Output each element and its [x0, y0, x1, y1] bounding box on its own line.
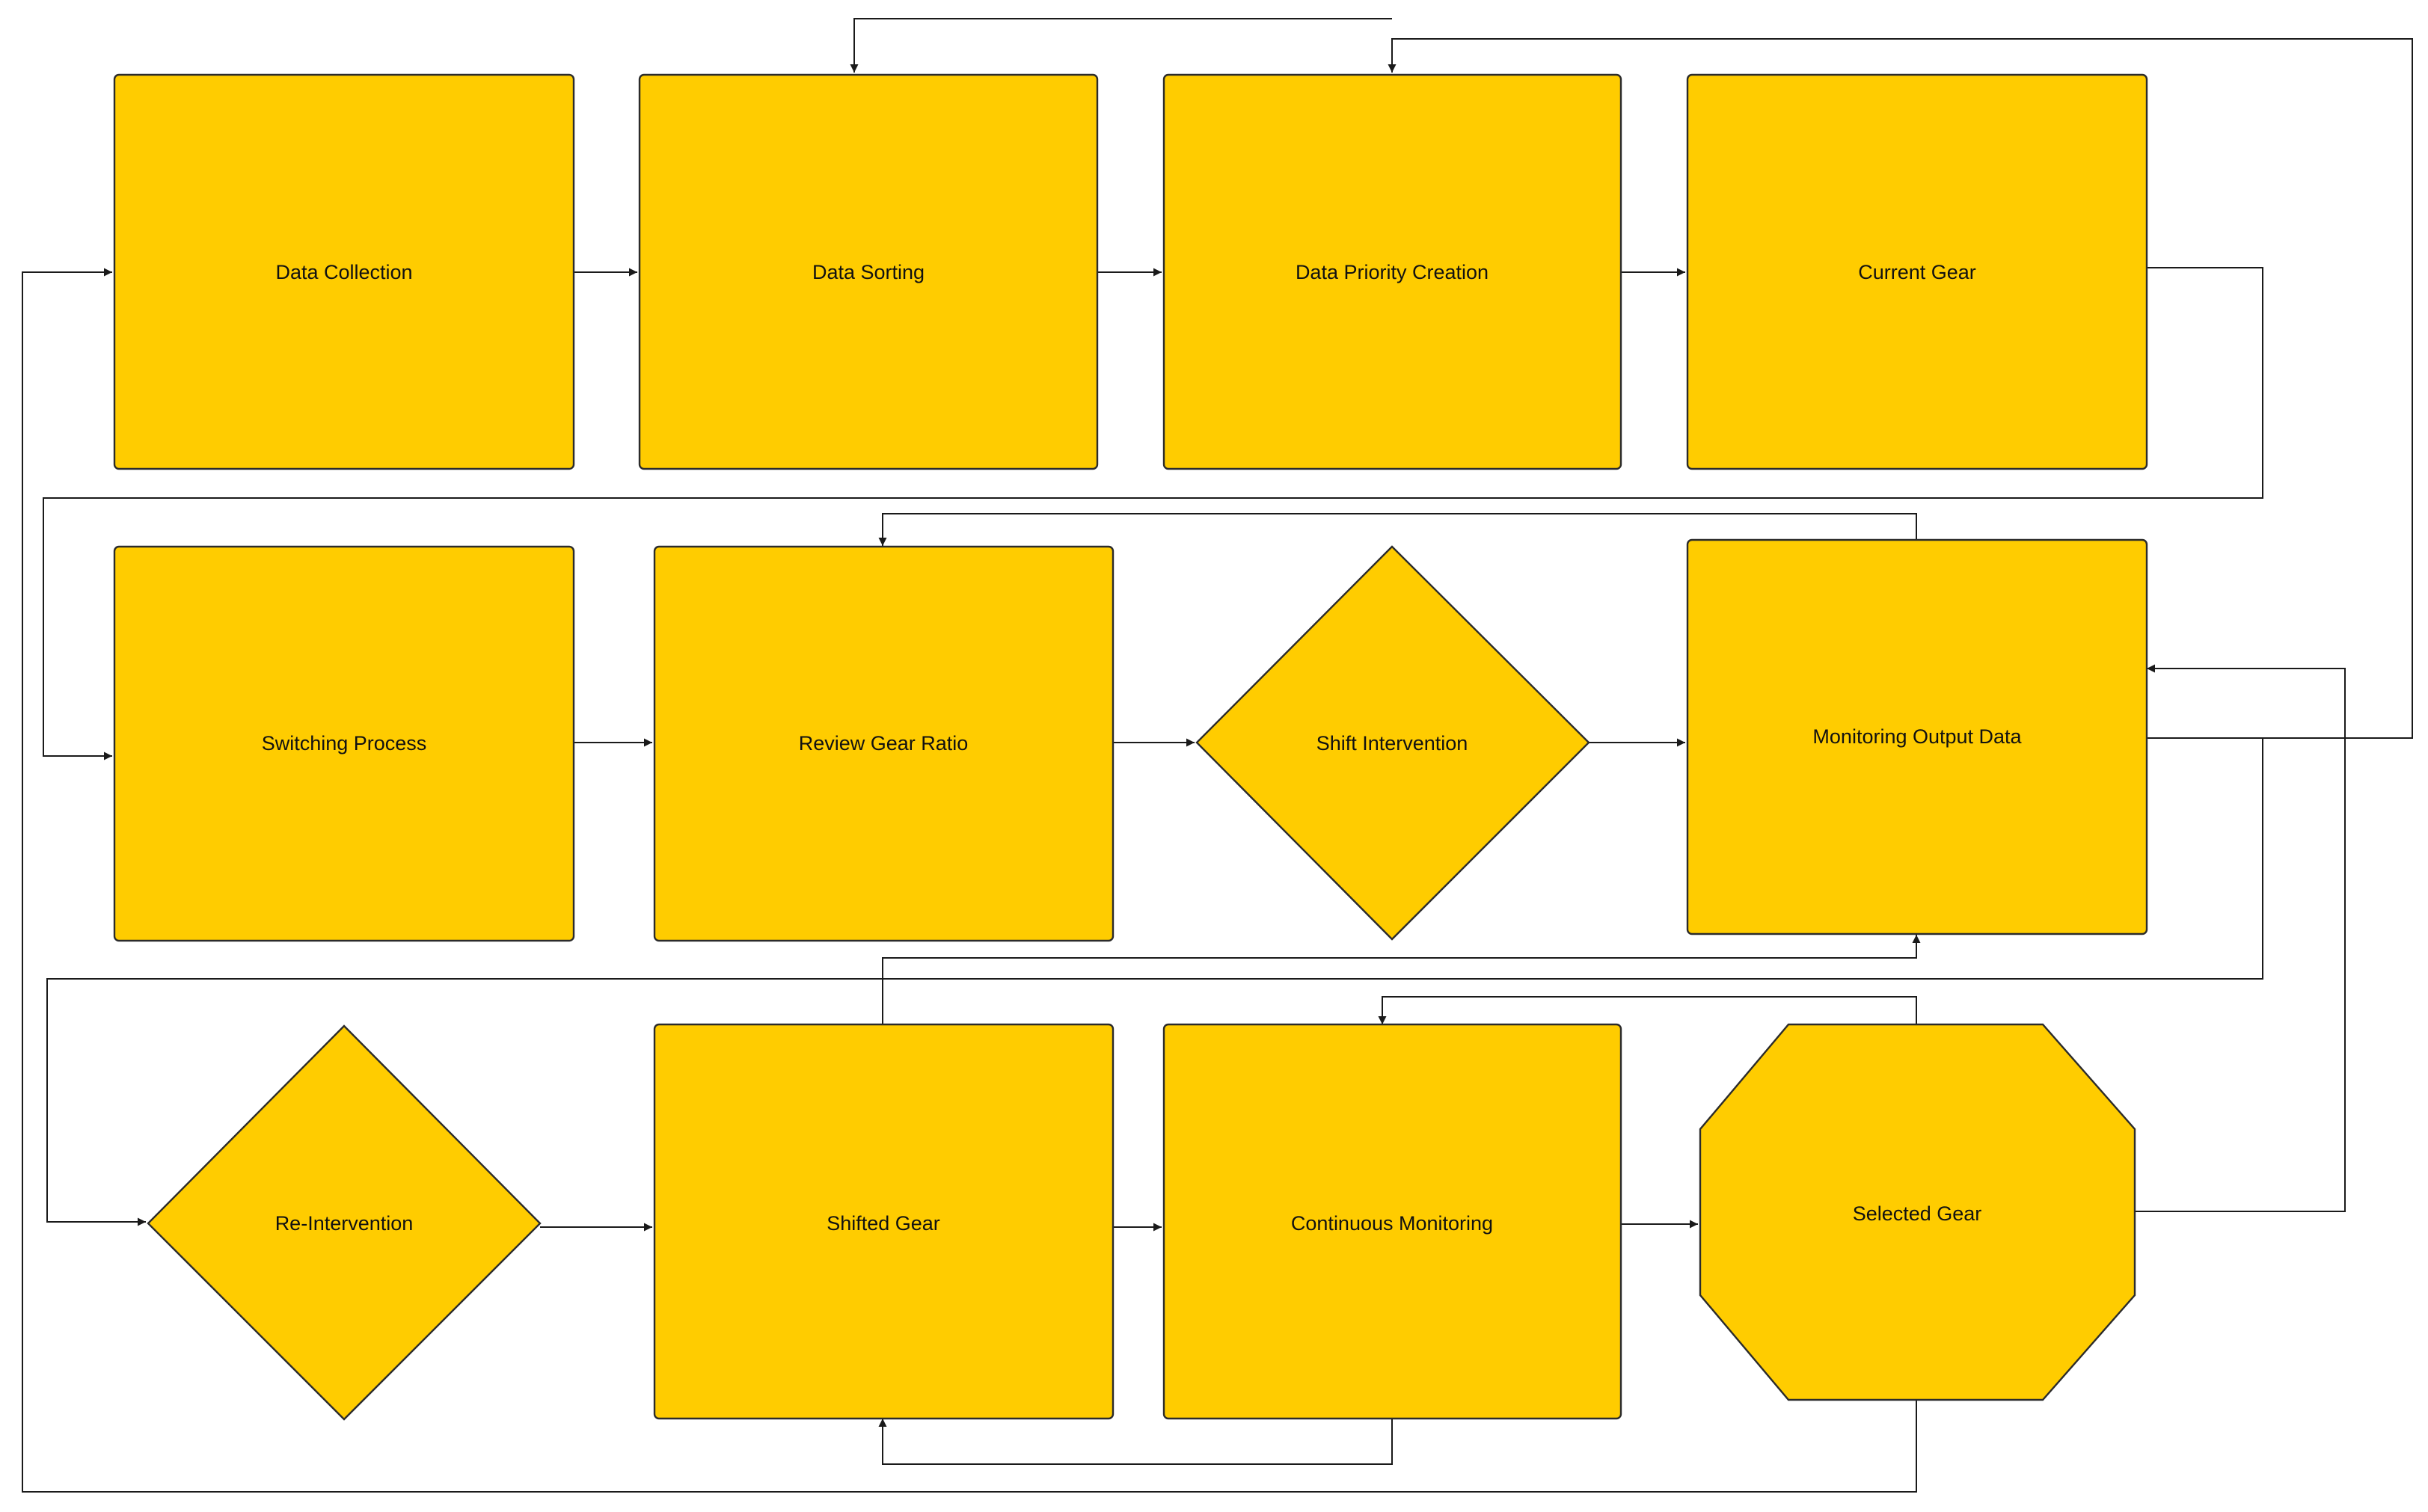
node-label: Shifted Gear — [827, 1212, 940, 1235]
nodes: Data Collection Data Sorting Data Priori… — [113, 73, 2148, 1421]
node-shifted-gear[interactable]: Shifted Gear — [653, 1023, 1115, 1420]
edge-selected-gear-to-data-collection — [22, 268, 1917, 1493]
node-label: Selected Gear — [1853, 1202, 1982, 1225]
edges — [22, 18, 2413, 1493]
edge-selected-gear-to-continuous-monitoring — [1378, 996, 1917, 1024]
node-label: Continuous Monitoring — [1291, 1212, 1493, 1235]
node-label: Current Gear — [1858, 261, 1976, 283]
node-label: Monitoring Output Data — [1812, 725, 2022, 748]
edge-data-priority-creation-to-data-sorting — [850, 18, 1392, 73]
node-data-sorting[interactable]: Data Sorting — [638, 73, 1099, 470]
edge-selected-gear-to-monitoring-output-data — [2135, 664, 2346, 1212]
node-label: Data Collection — [275, 261, 412, 283]
node-monitoring-output-data[interactable]: Monitoring Output Data — [1686, 538, 2148, 935]
node-shift-intervention[interactable]: Shift Intervention — [1195, 545, 1590, 941]
edge-monitoring-output-data-to-re-intervention — [46, 737, 2263, 1226]
node-selected-gear[interactable]: Selected Gear — [1699, 1023, 2136, 1401]
edge-shifted-gear-to-monitoring-output-data — [882, 935, 1921, 1024]
node-label: Review Gear Ratio — [799, 732, 969, 755]
edge-monitoring-output-data-to-data-priority-creation — [1388, 38, 2413, 739]
node-data-priority-creation[interactable]: Data Priority Creation — [1162, 73, 1622, 470]
node-continuous-monitoring[interactable]: Continuous Monitoring — [1162, 1023, 1622, 1420]
edge-monitoring-output-data-to-review-gear-ratio — [878, 513, 1917, 546]
node-label: Data Sorting — [812, 261, 925, 283]
edge-continuous-monitoring-to-shifted-gear — [878, 1419, 1393, 1465]
node-label: Re-Intervention — [275, 1212, 414, 1235]
node-label: Switching Process — [262, 732, 427, 755]
node-current-gear[interactable]: Current Gear — [1686, 73, 2148, 470]
node-switching-process[interactable]: Switching Process — [113, 545, 575, 942]
node-data-collection[interactable]: Data Collection — [113, 73, 575, 470]
node-review-gear-ratio[interactable]: Review Gear Ratio — [653, 545, 1115, 942]
node-re-intervention[interactable]: Re-Intervention — [147, 1024, 542, 1421]
edge-current-gear-to-switching-process — [43, 267, 2263, 760]
node-label: Data Priority Creation — [1296, 261, 1489, 283]
node-label: Shift Intervention — [1316, 732, 1468, 755]
